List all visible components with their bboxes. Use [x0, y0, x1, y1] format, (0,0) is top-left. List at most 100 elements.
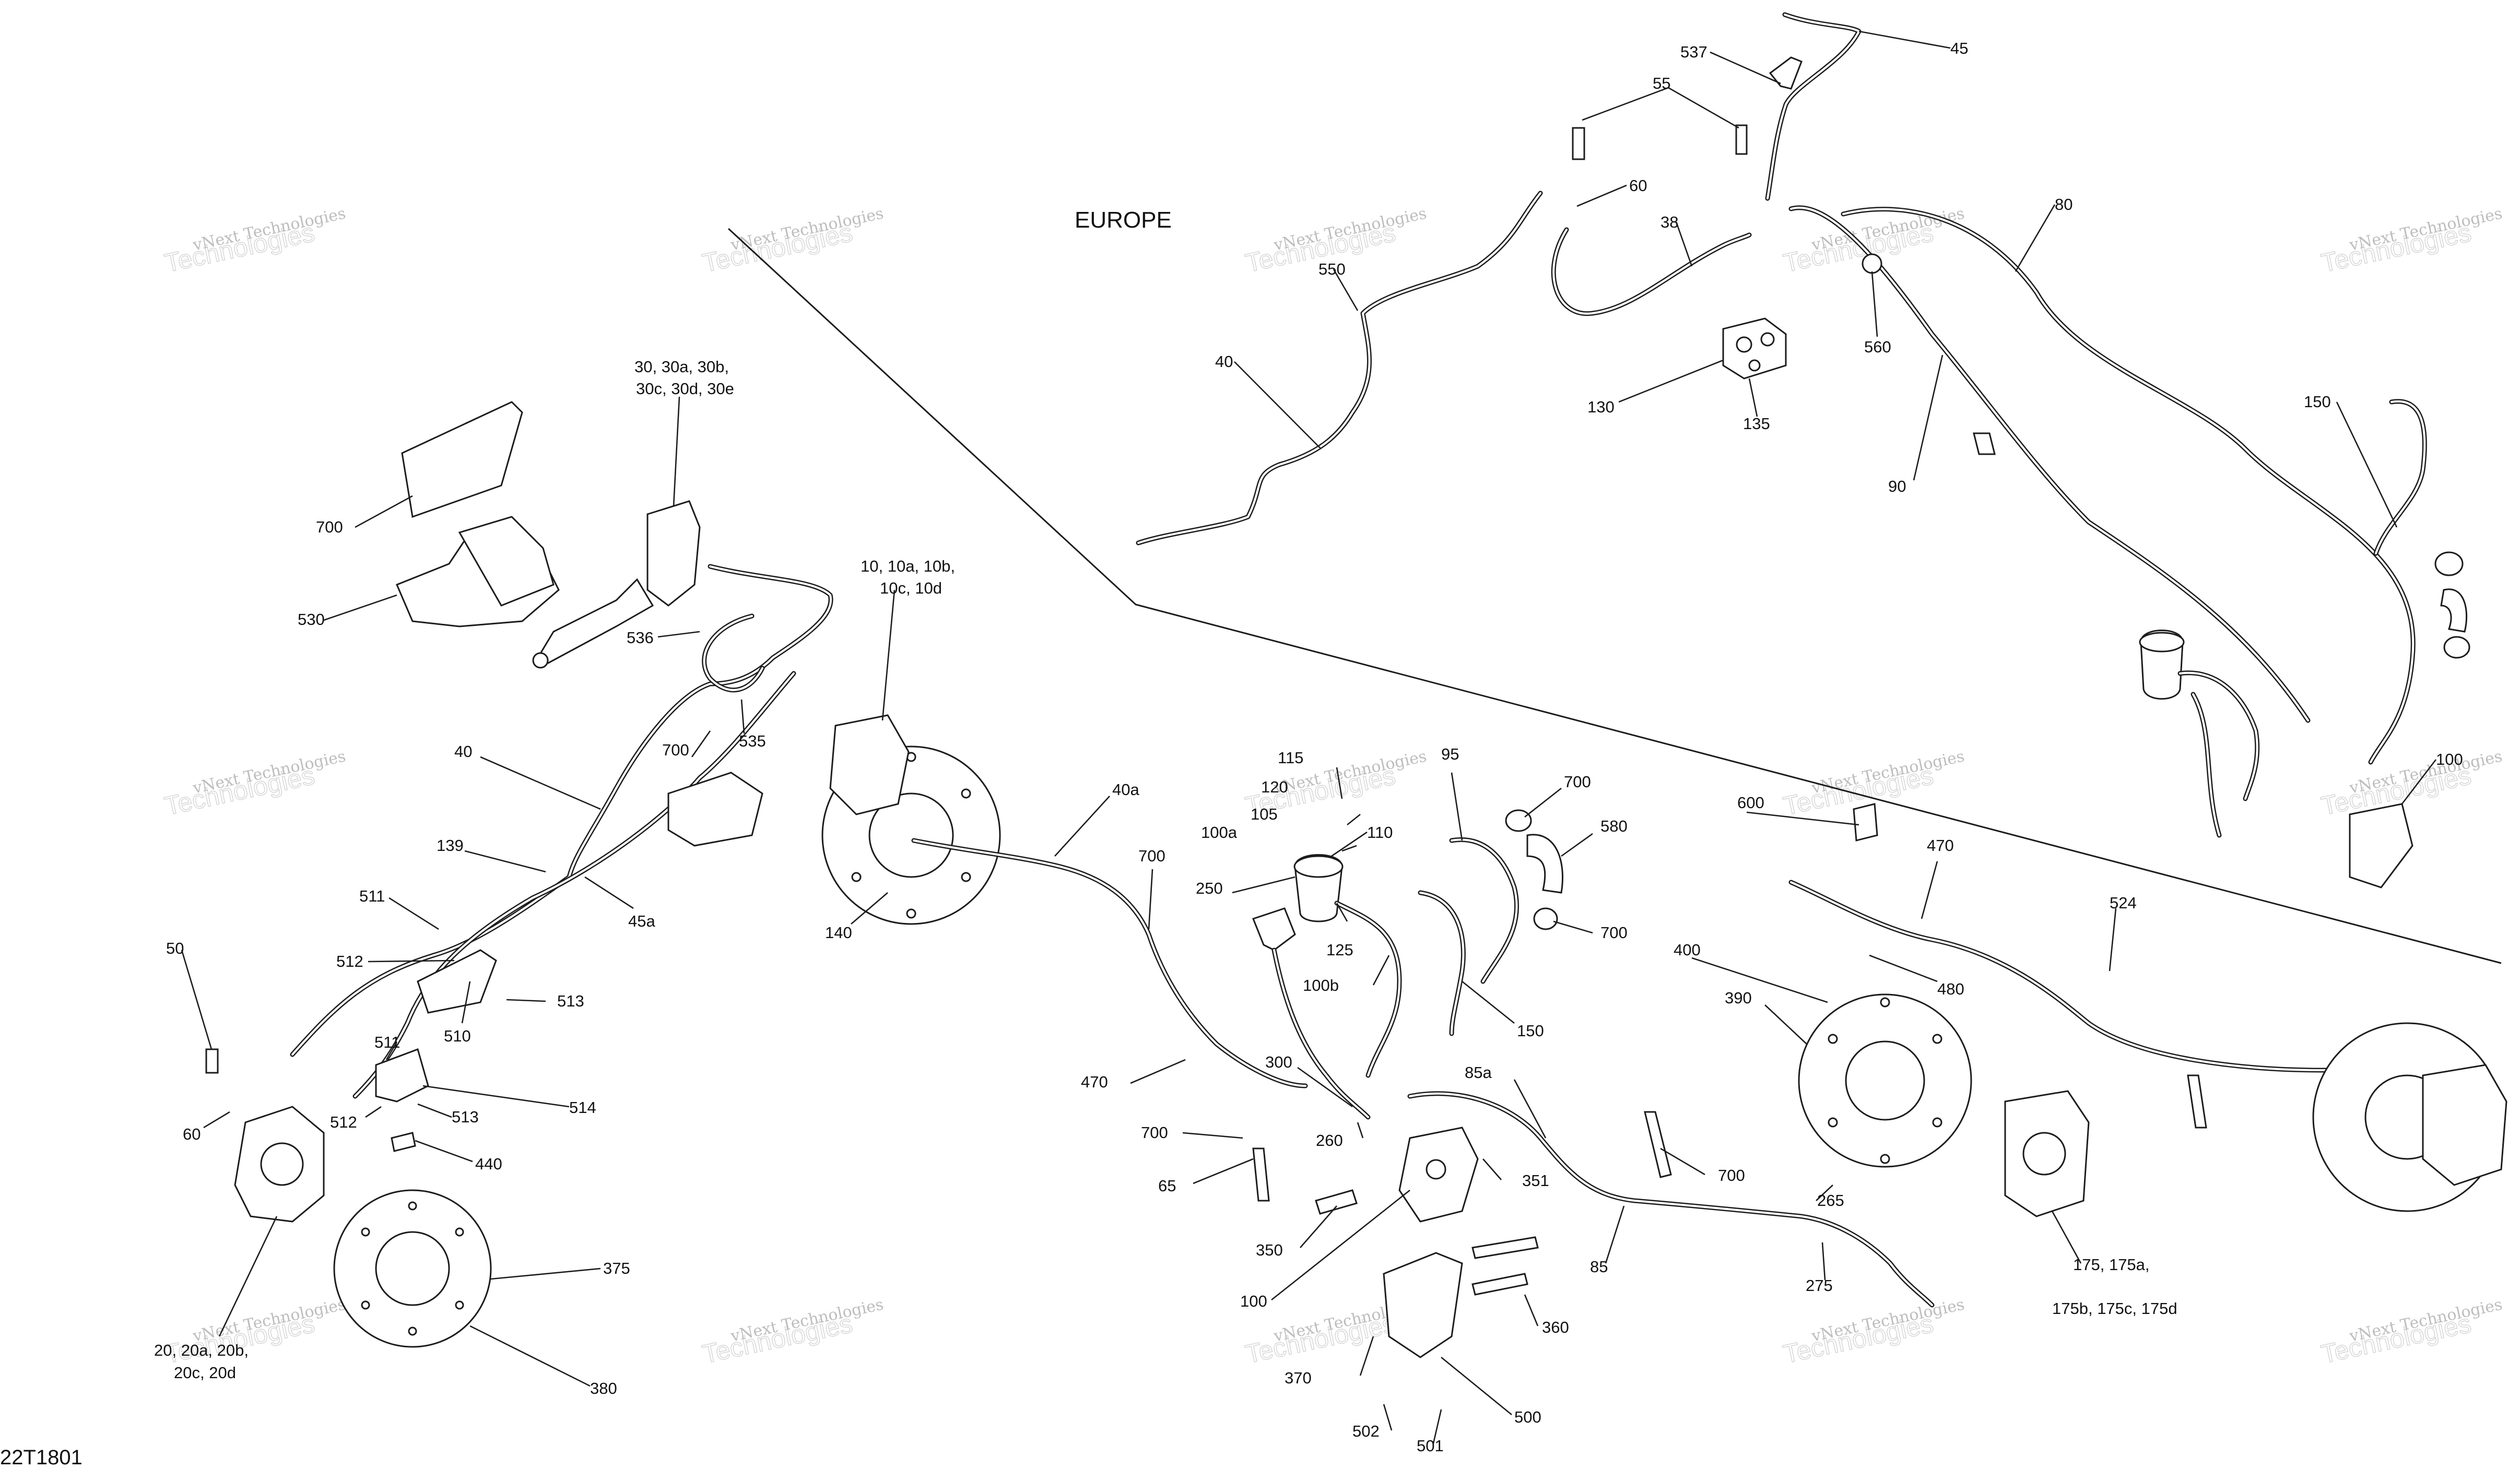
callout-514: 514 — [569, 1098, 596, 1117]
callout-100a: 100a — [1201, 823, 1238, 842]
callout-351: 351 — [1522, 1171, 1549, 1190]
callout-536: 536 — [627, 629, 654, 647]
watermark: Technologies vNext Technologies — [1781, 1295, 1966, 1369]
brake-hose-90 — [1788, 205, 2311, 723]
callout-600: 600 — [1737, 793, 1764, 812]
callout-700-left: 700 — [662, 741, 689, 759]
callout-40: 40 — [1215, 352, 1233, 371]
watermark: Technologies vNext Technologies — [2318, 1295, 2504, 1369]
master-cylinder-30 — [646, 500, 701, 607]
callout-40a: 40a — [1112, 780, 1139, 799]
callout-390: 390 — [1725, 989, 1752, 1007]
callout-370: 370 — [1285, 1369, 1312, 1387]
callout-480: 480 — [1937, 980, 1964, 998]
callout-90: 90 — [1888, 477, 1906, 495]
pedal-250 — [1252, 907, 1296, 951]
bracket-510 — [417, 949, 497, 1014]
hose-150 — [1418, 890, 1466, 1036]
callout-250: 250 — [1196, 879, 1223, 897]
callout-700-d: 700 — [1564, 773, 1591, 791]
callout-530: 530 — [298, 610, 325, 629]
callout-50: 50 — [166, 939, 184, 957]
oring-right-a — [2434, 551, 2464, 576]
callout-85: 85 — [1590, 1258, 1608, 1276]
callout-45: 45 — [1950, 39, 1968, 57]
callout-20-cont: 20c, 20d — [174, 1364, 236, 1382]
callout-85a: 85a — [1465, 1063, 1492, 1082]
callout-380: 380 — [590, 1379, 617, 1397]
oring-700-e — [1533, 907, 1558, 930]
leader-lines — [181, 30, 2437, 1444]
callout-175: 175, 175a, — [2073, 1255, 2150, 1274]
callout-139: 139 — [437, 836, 464, 855]
callout-20: 20, 20a, 20b, — [154, 1341, 249, 1359]
callout-40-left: 40 — [454, 742, 472, 761]
callout-535: 535 — [739, 732, 766, 750]
callout-500: 500 — [1514, 1408, 1541, 1426]
brake-hose-80 — [1841, 207, 2416, 765]
brake-hose-45 — [1765, 12, 1862, 201]
region-label: EUROPE — [1075, 207, 1172, 233]
callout-510: 510 — [444, 1027, 471, 1045]
callout-511: 511 — [359, 887, 385, 905]
bolt-360 — [1471, 1236, 1539, 1259]
reservoir-cap-right — [2139, 632, 2185, 653]
oring-right-b — [2443, 636, 2470, 659]
callout-300: 300 — [1265, 1053, 1292, 1071]
callout-580: 580 — [1600, 817, 1628, 835]
watermark-layer: Technologies vNext Technologies Technolo… — [162, 204, 2504, 1369]
pin-350 — [1315, 1189, 1358, 1215]
callout-150: 150 — [2304, 393, 2331, 411]
reservoir-hose-100b — [1334, 901, 1402, 1078]
guard-600 — [1853, 803, 1878, 842]
callout-537: 537 — [1680, 43, 1708, 61]
rear-right-assembly — [1788, 803, 2507, 1217]
figure-code: 22T1801 — [0, 1446, 83, 1469]
region-separator-line — [727, 228, 2502, 964]
lever-ball — [532, 652, 549, 669]
caliper-10 — [829, 714, 910, 815]
bracket-500 — [1383, 1252, 1463, 1358]
callout-375: 375 — [603, 1259, 630, 1277]
cover-700 — [401, 401, 523, 518]
watermark: Technologies vNext Technologies — [162, 747, 348, 821]
callout-470-b: 470 — [1081, 1073, 1108, 1091]
callout-560: 560 — [1864, 338, 1891, 356]
bracket-514 — [375, 1048, 429, 1103]
front-left-assembly — [205, 401, 1001, 1348]
callout-38: 38 — [1661, 213, 1678, 231]
callout-120: 120 — [1261, 778, 1288, 796]
return-hose-right-b — [2191, 692, 2222, 838]
callout-130: 130 — [1587, 398, 1615, 416]
mount-frame — [458, 516, 555, 607]
bracket-85a — [1644, 1111, 1672, 1178]
watermark: Technologies vNext Technologies — [2318, 747, 2504, 821]
callout-275: 275 — [1806, 1276, 1833, 1295]
callout-470: 470 — [1927, 836, 1954, 855]
bolt-55b — [1735, 124, 1748, 155]
switch-65 — [1252, 1147, 1270, 1202]
callout-10: 10, 10a, 10b, — [861, 557, 955, 575]
center-assembly — [911, 809, 1935, 1358]
callout-140: 140 — [825, 923, 852, 942]
callout-55: 55 — [1653, 74, 1670, 92]
pushrod-300 — [1271, 947, 1371, 1120]
callout-350: 350 — [1256, 1241, 1283, 1259]
bolt-360b — [1471, 1273, 1528, 1296]
callout-125: 125 — [1326, 941, 1353, 959]
callout-700-f: 700 — [1141, 1123, 1168, 1142]
callout-265: 265 — [1817, 1191, 1844, 1210]
callout-60-left: 60 — [183, 1125, 201, 1143]
callout-700-c: 700 — [1138, 847, 1165, 865]
callout-80: 80 — [2055, 195, 2072, 214]
oring-700-d — [1505, 809, 1532, 832]
callout-501: 501 — [1417, 1437, 1444, 1455]
callout-100-right: 100 — [2436, 750, 2463, 768]
callout-175-cont: 175b, 175c, 175d — [2052, 1299, 2177, 1318]
bolt-440 — [391, 1132, 416, 1152]
callout-513-b: 513 — [452, 1108, 479, 1126]
callout-502: 502 — [1352, 1422, 1380, 1440]
watermark: Technologies vNext Technologies — [2318, 204, 2504, 278]
elbow-580 — [1526, 834, 1563, 894]
